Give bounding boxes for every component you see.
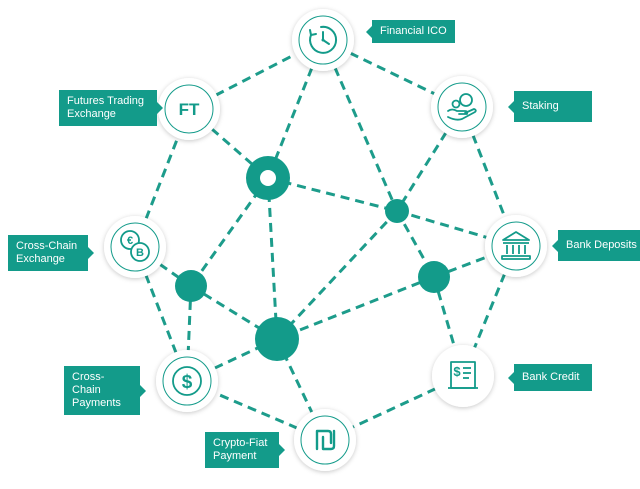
label-cross-chain-exchange: Cross-Chain Exchange (8, 235, 94, 271)
node-inner-ring (164, 84, 214, 134)
node-crypto-fiat-payment (294, 409, 356, 471)
node-circle (431, 76, 493, 138)
hub-node-ring-center (260, 170, 276, 186)
hub-node (255, 317, 299, 361)
hub-node (418, 261, 450, 293)
label-financial-ico: Financial ICO (366, 20, 455, 43)
label-text: Bank Deposits (566, 239, 637, 251)
node-cross-chain-payments: $ (156, 350, 218, 412)
label-cross-chain-payments: Cross-Chain Payments (64, 366, 146, 415)
connection-line (189, 177, 270, 287)
bank-icon (501, 231, 531, 260)
node-bank-deposits (485, 215, 547, 277)
node-futures-trading-exchange: FT (158, 78, 220, 140)
label-text: Cross-Chain Payments (72, 371, 121, 409)
connection-line (190, 284, 278, 341)
node-circle (158, 78, 220, 140)
connection-line (432, 276, 465, 377)
dollar-symbol: $ (182, 372, 193, 393)
label-text: Crypto-Fiat Payment (213, 437, 268, 462)
shekel-icon (315, 429, 336, 451)
bitcoin-symbol: B (136, 247, 144, 259)
hub-node (175, 270, 207, 302)
node-circle (485, 215, 547, 277)
dollar-icon (172, 366, 202, 396)
node-financial-ico (292, 9, 354, 71)
label-staking: Staking (508, 91, 592, 122)
node-staking (431, 76, 493, 138)
node-cross-chain-exchange: € B (104, 216, 166, 278)
hub-node (385, 199, 409, 223)
label-text: Futures Trading Exchange (67, 95, 145, 120)
connection-line (267, 176, 398, 213)
label-text: Financial ICO (380, 25, 447, 37)
connection-line (266, 39, 325, 179)
clock-icon (309, 25, 338, 54)
node-inner-ring (300, 415, 350, 465)
receipt-dollar-symbol: $ (453, 364, 461, 379)
label-bank-deposits: Bank Deposits (552, 230, 640, 261)
node-inner-ring (298, 15, 348, 65)
receipt-dollar-icon (448, 361, 478, 389)
label-futures-trading-exchange: Futures Trading Exchange (59, 90, 163, 126)
node-circle (294, 409, 356, 471)
node-circle (156, 350, 218, 412)
label-text: Bank Credit (522, 371, 580, 383)
connection-line (321, 39, 399, 212)
node-circle (432, 345, 494, 407)
node-inner-ring (110, 222, 160, 272)
node-inner-ring (162, 356, 212, 406)
label-text: Cross-Chain Exchange (16, 240, 78, 265)
connection-line (134, 245, 192, 288)
connection-line (275, 209, 399, 341)
label-crypto-fiat-payment: Crypto-Fiat Payment (205, 432, 285, 468)
label-bank-credit: Bank Credit (508, 364, 592, 391)
euro-bitcoin-icon: € B (120, 230, 150, 262)
connection-line (266, 177, 279, 340)
node-inner-ring (437, 82, 487, 132)
connection-line (276, 275, 435, 341)
label-text: Staking (522, 100, 559, 112)
node-bank-credit: $ (432, 345, 494, 407)
connection-line (396, 209, 517, 248)
node-inner-ring (491, 221, 541, 271)
hub-nodes (175, 156, 450, 361)
ft-icon: FT (179, 100, 200, 119)
hand-coin-icon (447, 93, 477, 121)
euro-symbol: € (127, 235, 133, 247)
